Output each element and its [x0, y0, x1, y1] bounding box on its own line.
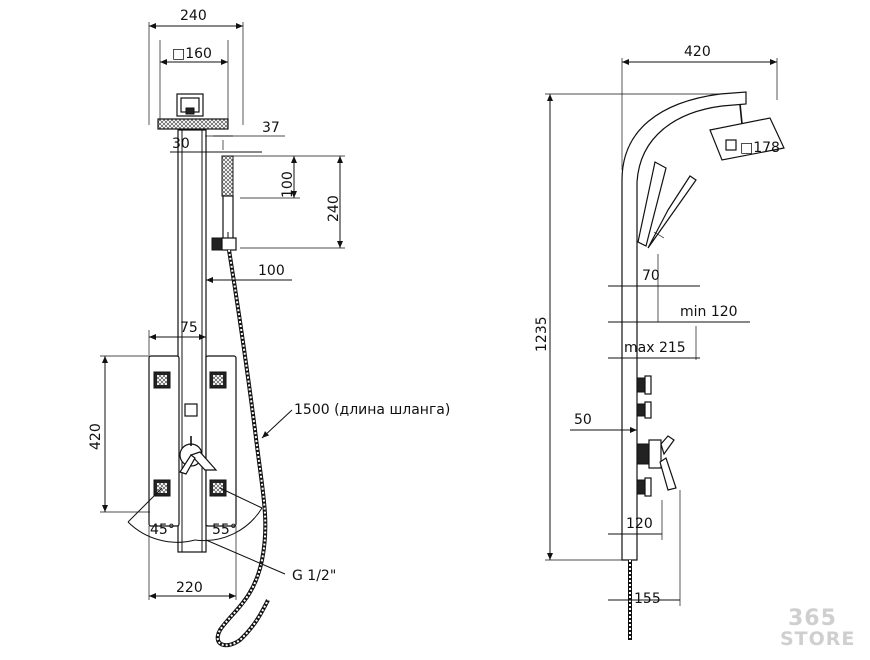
dim-label-100-horiz: 100	[258, 263, 285, 279]
watermark-line1: 365	[788, 606, 837, 631]
left-jet-panel	[148, 355, 180, 527]
right-jet-panel	[205, 355, 237, 527]
dim-reach: 420	[621, 44, 778, 170]
dim-label-155: 155	[634, 591, 661, 607]
side-hand-shower	[637, 161, 697, 249]
dim-holder-depth: 100	[205, 256, 292, 285]
front-view: 240 □160 37 30	[88, 8, 450, 648]
side-rain-head: □178	[709, 103, 785, 161]
side-column	[621, 91, 747, 561]
diverter-knob	[184, 403, 198, 417]
side-controls	[636, 375, 677, 497]
dim-handset: 37 30	[170, 120, 285, 153]
dim-label-240: 240	[180, 8, 207, 24]
dim-label-1235: 1235	[534, 316, 550, 352]
hand-shower	[221, 155, 234, 243]
connection-size: G 1/2"	[292, 568, 336, 584]
dim-total-height: 1235	[534, 93, 722, 561]
connection-label: G 1/2"	[205, 539, 336, 584]
side-view: 420 □178 1235 70	[534, 44, 785, 640]
dim-depth-155: 155	[608, 490, 681, 607]
store-watermark: 365 STORE	[780, 606, 855, 650]
shower-hose	[215, 249, 270, 648]
dim-label-120-bottom: 120	[626, 516, 653, 532]
dim-holder: 100 240	[233, 155, 345, 249]
dim-depth-50: 50	[570, 412, 638, 436]
angle-45: 45°	[150, 522, 175, 538]
dim-bottom-width: 220	[148, 526, 237, 600]
dim-jets-spacing: 75	[148, 320, 206, 355]
mixer-lever	[179, 436, 218, 475]
dim-total-width: 240	[148, 8, 244, 125]
dim-label-100-vert: 100	[280, 171, 296, 198]
hose-length-label: 1500 (длина шланга)	[294, 402, 450, 418]
dim-label-30: 30	[172, 136, 190, 152]
angle-arcs: 45° 55°	[127, 487, 263, 543]
panel-column	[177, 129, 207, 553]
dim-label-240-vert: 240	[326, 195, 342, 222]
dim-label-37: 37	[262, 120, 280, 136]
watermark-line2: STORE	[780, 628, 855, 650]
dim-label-max-215: max 215	[624, 340, 686, 356]
dim-label-min-120: min 120	[680, 304, 738, 320]
dim-label-50: 50	[574, 412, 592, 428]
dim-label-160: □160	[172, 46, 212, 62]
dim-depth-120: 120	[608, 500, 663, 540]
dim-label-420: 420	[88, 423, 104, 450]
dim-label-75: 75	[180, 320, 198, 336]
dim-jets-height: 420	[88, 355, 150, 513]
handset-holder	[211, 232, 237, 251]
hose-label: 1500 (длина шланга)	[261, 402, 450, 439]
dim-label-70: 70	[642, 268, 660, 284]
dim-hand-depth: 70 min 120 max 215	[608, 254, 750, 360]
dim-label-178: □178	[740, 140, 780, 156]
rain-shower-head	[157, 93, 229, 130]
dim-head-square: □160	[159, 40, 229, 120]
angle-55: 55°	[212, 522, 237, 538]
dim-label-420-reach: 420	[684, 44, 711, 60]
dim-label-220: 220	[176, 580, 203, 596]
